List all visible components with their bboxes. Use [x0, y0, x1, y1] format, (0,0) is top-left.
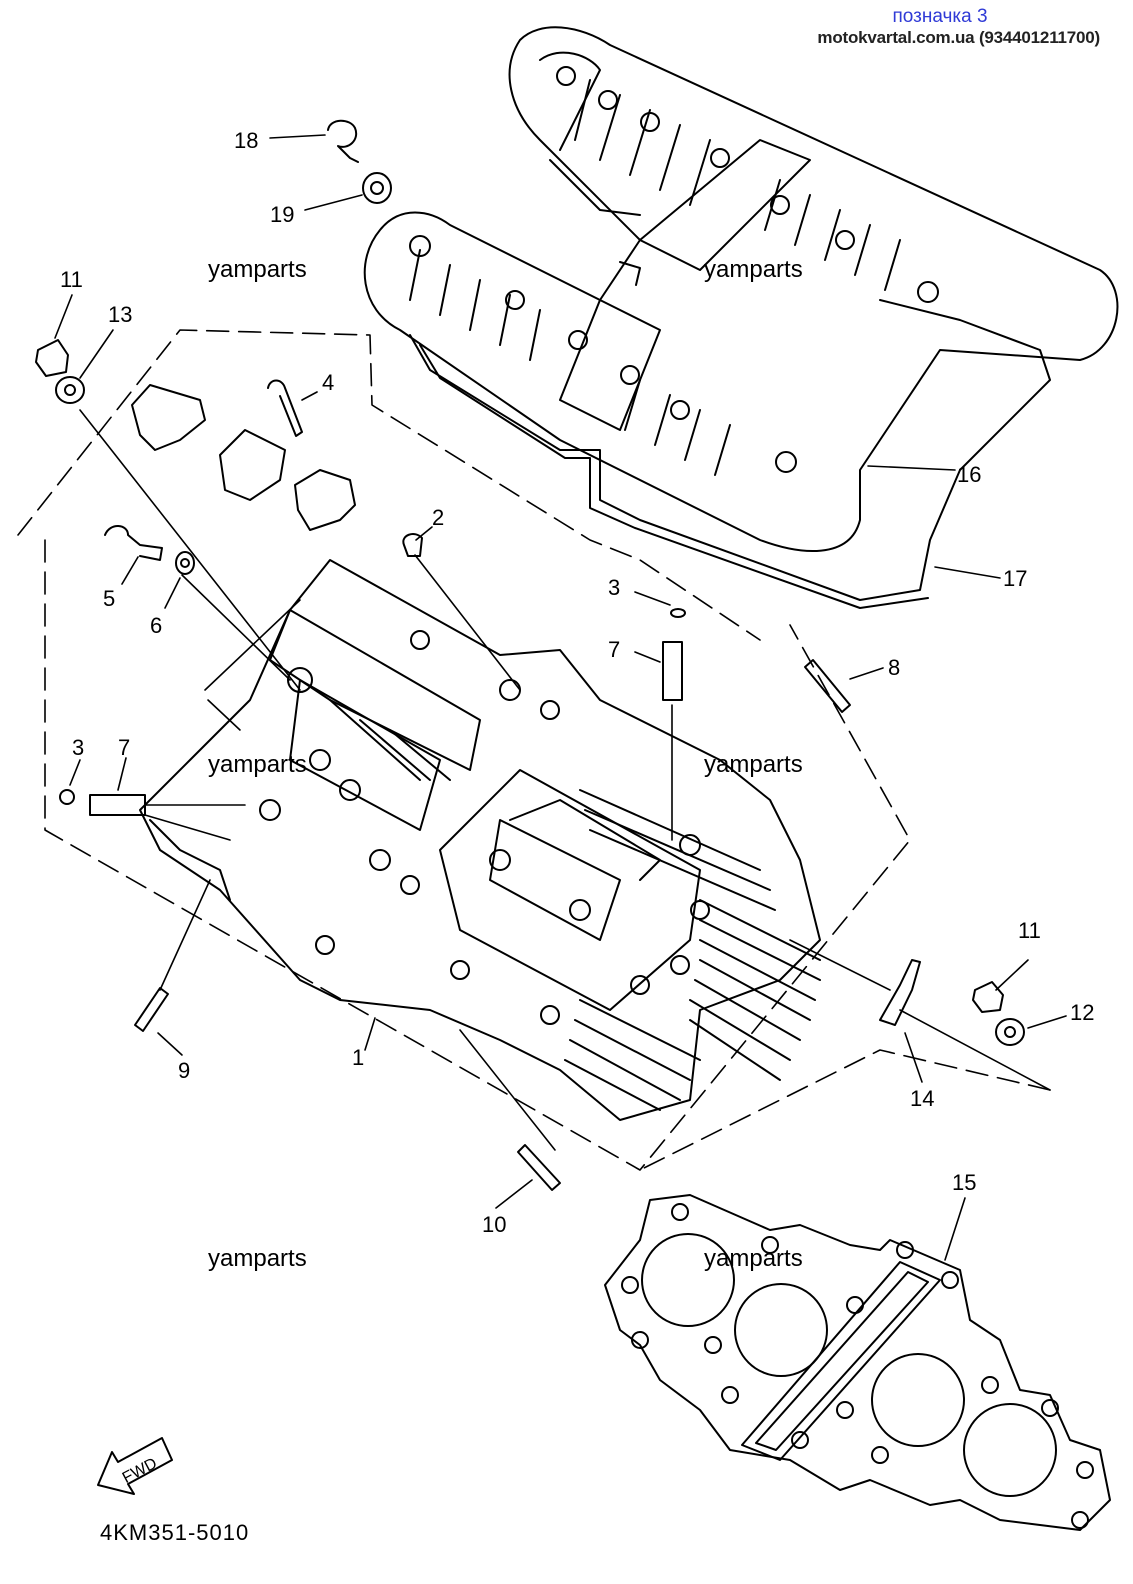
small-parts: [35, 119, 1025, 1191]
callout-13: 13: [108, 302, 132, 327]
callout-1: 1: [352, 1045, 364, 1070]
callout-10: 10: [482, 1212, 506, 1237]
callout-15: 15: [952, 1170, 976, 1195]
leader-lines: [54, 134, 1067, 1261]
fwd-label: FWD: [120, 1455, 160, 1487]
callout-18: 18: [234, 128, 258, 153]
cylinder-head: [139, 559, 821, 1121]
fwd-arrow-icon: [97, 1437, 173, 1495]
phantom-outline: [17, 329, 1051, 1171]
watermark: yamparts: [704, 751, 803, 778]
mark-label: позначка 3: [892, 6, 988, 27]
callout-5: 5: [103, 586, 115, 611]
cover-gasket: [409, 159, 1051, 609]
callout-11-left: 11: [60, 267, 83, 292]
watermark: yamparts: [704, 256, 803, 283]
head-gasket: [604, 1194, 1111, 1531]
callout-16: 16: [957, 462, 981, 487]
site-text: motokvartal.com.ua (934401211700): [817, 28, 1100, 47]
callout-7-left: 7: [118, 735, 130, 760]
callout-3-right: 3: [608, 575, 620, 600]
callout-14: 14: [910, 1086, 934, 1111]
diagram-code: 4KM351-5010: [100, 1520, 250, 1545]
callout-6: 6: [150, 613, 162, 638]
camshaft-cover: [363, 26, 1119, 553]
callout-8: 8: [888, 655, 900, 680]
callout-17: 17: [1003, 566, 1027, 591]
watermark: yamparts: [208, 1245, 307, 1272]
callout-7-right: 7: [608, 637, 620, 662]
callout-2: 2: [432, 505, 444, 530]
callout-3-left: 3: [72, 735, 84, 760]
watermark: yamparts: [704, 1245, 803, 1272]
callout-9: 9: [178, 1058, 190, 1083]
callout-12: 12: [1070, 1000, 1094, 1025]
watermark: yamparts: [208, 256, 307, 283]
callout-4: 4: [322, 370, 334, 395]
callout-19: 19: [270, 202, 294, 227]
watermark: yamparts: [208, 751, 307, 778]
callout-11-right: 11: [1018, 918, 1041, 943]
